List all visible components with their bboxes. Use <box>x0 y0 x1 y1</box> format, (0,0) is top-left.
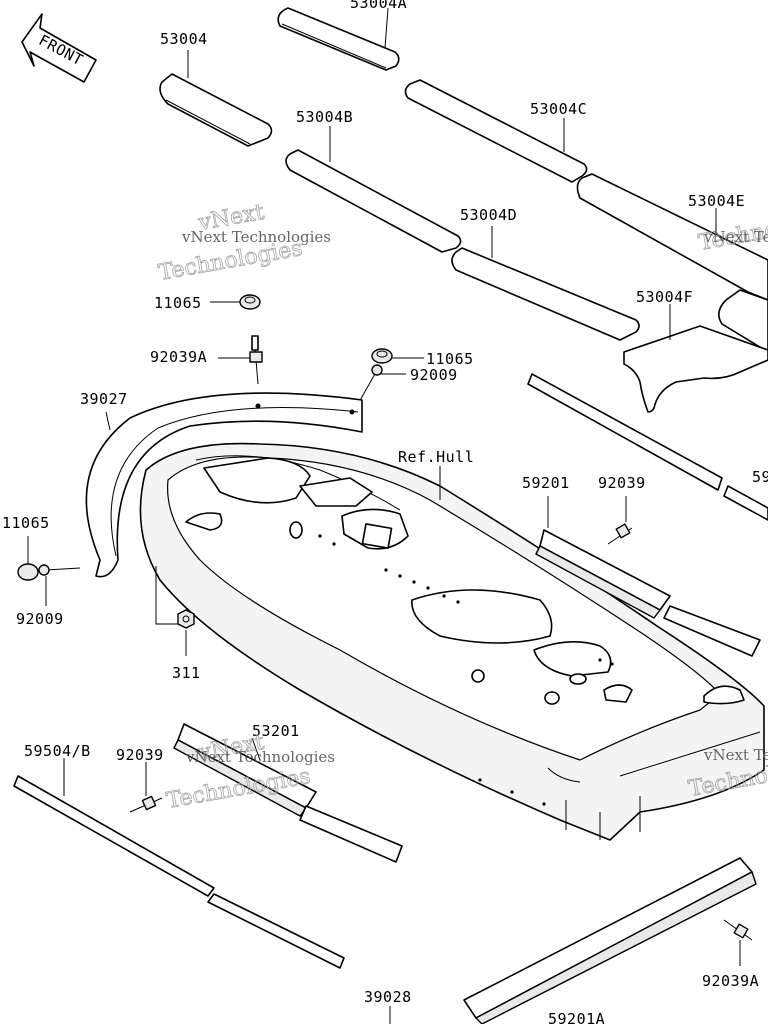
watermark-small-1: vNext Technologies <box>181 228 331 246</box>
label-92009-b: 92009 <box>16 610 64 628</box>
label-92039-a: 92039 <box>598 474 646 492</box>
mat-53004C <box>404 79 588 183</box>
mat-53004E <box>576 173 768 353</box>
front-arrow-icon: FRONT <box>21 13 97 83</box>
label-59-cut: 59 <box>752 468 768 486</box>
hull-rivets <box>318 534 614 806</box>
label-11065-b: 11065 <box>426 350 474 368</box>
screw-92009-a <box>357 364 383 405</box>
watermark-3: Technologies vNext Technologies <box>696 206 768 257</box>
label-39027: 39027 <box>80 390 128 408</box>
label-53004A: 53004A <box>350 0 407 12</box>
grommet-11065-c <box>17 563 39 581</box>
watermark-1: vNext Technologies vNext Technologies <box>156 199 331 286</box>
label-92039-b: 92039 <box>116 746 164 764</box>
label-59201: 59201 <box>522 474 570 492</box>
label-92039A-b: 92039A <box>702 972 759 990</box>
label-53201: 53201 <box>252 722 300 740</box>
label-11065-a: 11065 <box>154 294 202 312</box>
label-53004D: 53004D <box>460 206 517 224</box>
label-53004F: 53004F <box>636 288 693 306</box>
label-11065-c: 11065 <box>2 514 50 532</box>
pin-92039A-b <box>723 919 753 941</box>
rail-strip-upper-right <box>527 373 768 521</box>
label-311: 311 <box>172 664 201 682</box>
label-59504B: 59504/B <box>24 742 91 760</box>
mat-53004B <box>285 149 462 253</box>
nut-311 <box>177 609 195 629</box>
hull <box>139 442 765 841</box>
guard-59201A <box>463 857 757 1024</box>
watermark-small-2: vNext Technologies <box>185 748 335 766</box>
strip-59504B <box>13 775 345 969</box>
grommet-11065-b <box>371 348 393 364</box>
mat-53004 <box>159 73 273 147</box>
grommet-11065-a <box>239 294 261 310</box>
label-59201A: 59201A <box>548 1010 605 1024</box>
mat-53004D <box>451 247 640 341</box>
screw-92009-b <box>38 564 81 576</box>
guard-53201-lower <box>173 723 403 863</box>
pin-92039A-a <box>249 335 263 385</box>
pin-92039-a <box>607 523 633 545</box>
mat-53004A <box>277 7 400 71</box>
label-53004: 53004 <box>160 30 208 48</box>
watermark-small-3: vNext Technologies <box>703 228 768 246</box>
label-ref-hull: Ref.Hull <box>398 448 474 466</box>
guard-59201-upper <box>535 529 761 657</box>
pin-92039-b <box>129 795 163 813</box>
label-53004B: 53004B <box>296 108 353 126</box>
label-53004C: 53004C <box>530 100 587 118</box>
mat-53004F <box>623 325 768 413</box>
label-53004E: 53004E <box>688 192 745 210</box>
label-92039A-a: 92039A <box>150 348 207 366</box>
rail-39027 <box>85 392 363 578</box>
label-92009-a: 92009 <box>410 366 458 384</box>
label-39028: 39028 <box>364 988 412 1006</box>
watermark-small-4: vNext Technologies <box>703 746 768 764</box>
